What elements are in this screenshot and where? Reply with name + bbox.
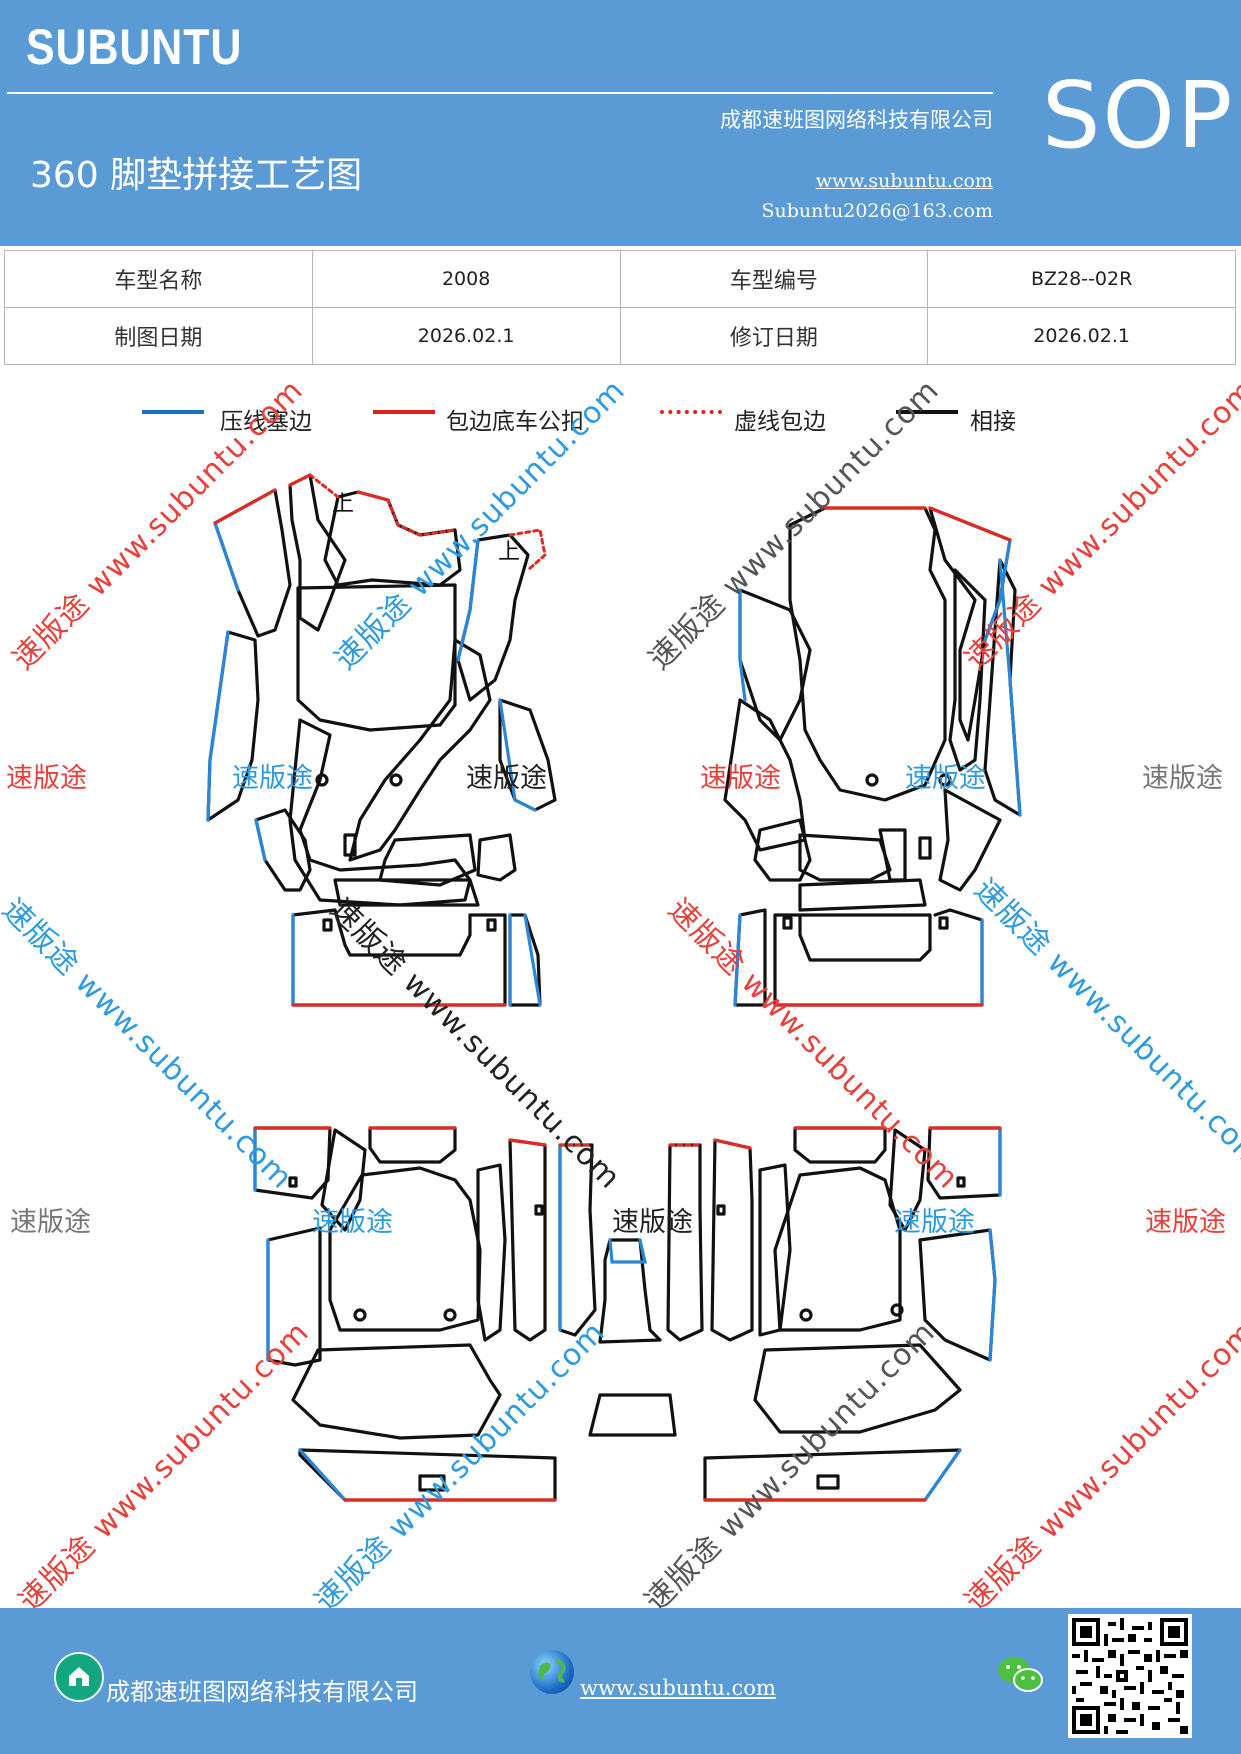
header-divider — [7, 92, 993, 94]
legend-swatch-blue — [142, 410, 204, 414]
page-title: 360 脚垫拼接工艺图 — [30, 155, 363, 196]
table-row: 制图日期 2026.02.1 修订日期 2026.02.1 — [4, 307, 1236, 365]
model-name-value: 2008 — [311, 250, 621, 308]
watermark-label: 速版途 — [905, 763, 986, 794]
header-company: 成都速班图网络科技有限公司 — [720, 108, 993, 132]
header-banner — [0, 0, 1241, 246]
model-name-label: 车型名称 — [4, 250, 313, 308]
table-row: 车型名称 2008 车型编号 BZ28--02R — [4, 250, 1236, 308]
watermark-label: 速版途 — [312, 1207, 393, 1238]
header-website-link[interactable]: www.subuntu.com — [815, 170, 993, 192]
legend-label: 压线塞边 — [220, 409, 312, 435]
orientation-mark: 上 — [332, 492, 355, 517]
orientation-mark: 上 — [498, 540, 521, 565]
draw-date-value: 2026.02.1 — [311, 307, 621, 365]
watermark-label: 速版途 — [612, 1207, 693, 1238]
watermark-label: 速版途 — [1145, 1207, 1226, 1238]
revise-date-value: 2026.02.1 — [927, 307, 1236, 365]
watermark-label: 速版途 — [894, 1207, 975, 1238]
revise-date-label: 修订日期 — [619, 307, 929, 365]
home-icon — [54, 1652, 104, 1702]
rear-left-set — [253, 1126, 597, 1502]
sop-badge: SOP — [1042, 62, 1235, 169]
watermark-label: 速版途 — [1142, 763, 1223, 794]
draw-date-label: 制图日期 — [4, 307, 313, 365]
header-email: Subuntu2026@163.com — [761, 200, 993, 222]
legend-swatch-red — [373, 410, 435, 414]
watermark-label: 速版途 — [700, 763, 781, 794]
watermark-label: 速版途 — [6, 763, 87, 794]
footer-company: 成都速班图网络科技有限公司 — [106, 1678, 418, 1706]
legend-label: 虚线包边 — [734, 409, 826, 435]
model-code-label: 车型编号 — [619, 250, 929, 308]
footer-website-link[interactable]: www.subuntu.com — [580, 1676, 776, 1700]
legend-label: 相接 — [970, 409, 1016, 435]
brand-logo: SUBUNTU — [26, 19, 243, 75]
watermark-label: 速版途 — [10, 1207, 91, 1238]
center-pieces — [588, 1238, 677, 1437]
globe-icon — [530, 1650, 574, 1694]
info-table: 车型名称 2008 车型编号 BZ28--02R 制图日期 2026.02.1 … — [4, 250, 1236, 365]
watermark-label: 速版途 — [232, 763, 313, 794]
legend-swatch-red-dotted — [660, 410, 722, 414]
legend-label: 包边底车公扣 — [446, 409, 584, 435]
watermark-label: 速版途 — [466, 763, 547, 794]
qr-code[interactable] — [1068, 1614, 1192, 1738]
model-code-value: BZ28--02R — [927, 250, 1236, 308]
legend-swatch-black — [896, 410, 958, 414]
wechat-icon — [996, 1654, 1044, 1696]
